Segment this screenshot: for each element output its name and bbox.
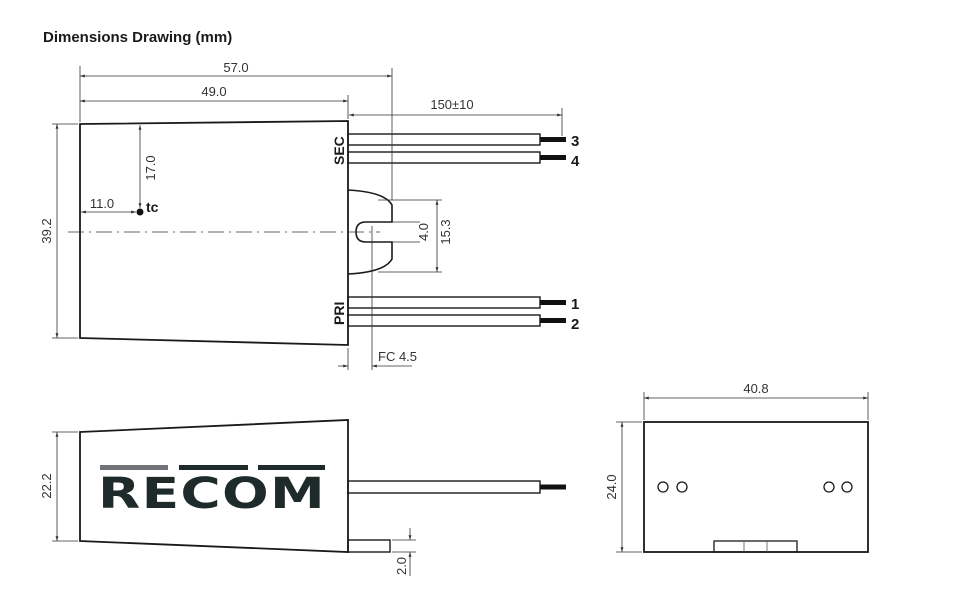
module-body-top: [79, 120, 349, 346]
wire-4: [347, 151, 566, 164]
dim-tc-horizontal: 11.0: [90, 196, 114, 211]
dim-fc: FC 4.5: [378, 349, 417, 364]
dim-width-40: 40.8: [743, 381, 768, 396]
dim-wire-length: 150±10: [430, 97, 473, 112]
dim-height-24: 24.0: [604, 474, 619, 499]
wire-side: [347, 480, 566, 494]
pin-hole: [676, 481, 688, 493]
pin-hole: [657, 481, 669, 493]
wire-2: [347, 314, 566, 327]
tc-point: [136, 208, 144, 216]
front-view: 40.8 24.0: [604, 381, 869, 553]
wire-label-3: 3: [571, 133, 579, 150]
dim-height-39: 39.2: [39, 218, 54, 243]
dim-slot: 4.0: [416, 223, 431, 241]
side-view: RECOM 22.2 2.0: [39, 419, 566, 576]
recom-logo: RECOM: [98, 465, 326, 519]
dim-height-22: 22.2: [39, 473, 54, 498]
pin-hole: [823, 481, 835, 493]
mounting-tab: [347, 539, 391, 553]
dim-flange: 15.3: [438, 219, 453, 244]
bottom-tab: [713, 540, 798, 553]
sec-label: SEC: [331, 136, 347, 165]
wire-3: [347, 133, 566, 146]
module-body-front: [643, 421, 869, 553]
logo-text: RECOM: [98, 469, 326, 519]
pin-hole: [841, 481, 853, 493]
tc-label: tc: [146, 199, 159, 215]
drawing-title: Dimensions Drawing (mm): [43, 29, 232, 46]
wire-label-2: 2: [571, 316, 579, 333]
dim-tc-vertical: 17.0: [143, 155, 158, 180]
wire-label-1: 1: [571, 296, 579, 313]
dim-overall-length: 57.0: [223, 60, 248, 75]
pri-label: PRI: [331, 302, 347, 325]
dim-body-length: 49.0: [201, 84, 226, 99]
dim-tab: 2.0: [394, 557, 409, 575]
wire-1: [347, 296, 566, 309]
top-view: 3 4 1 2 SEC PRI tc 57.0 49.0 150±10 39.2…: [39, 60, 580, 370]
wire-label-4: 4: [571, 153, 580, 170]
